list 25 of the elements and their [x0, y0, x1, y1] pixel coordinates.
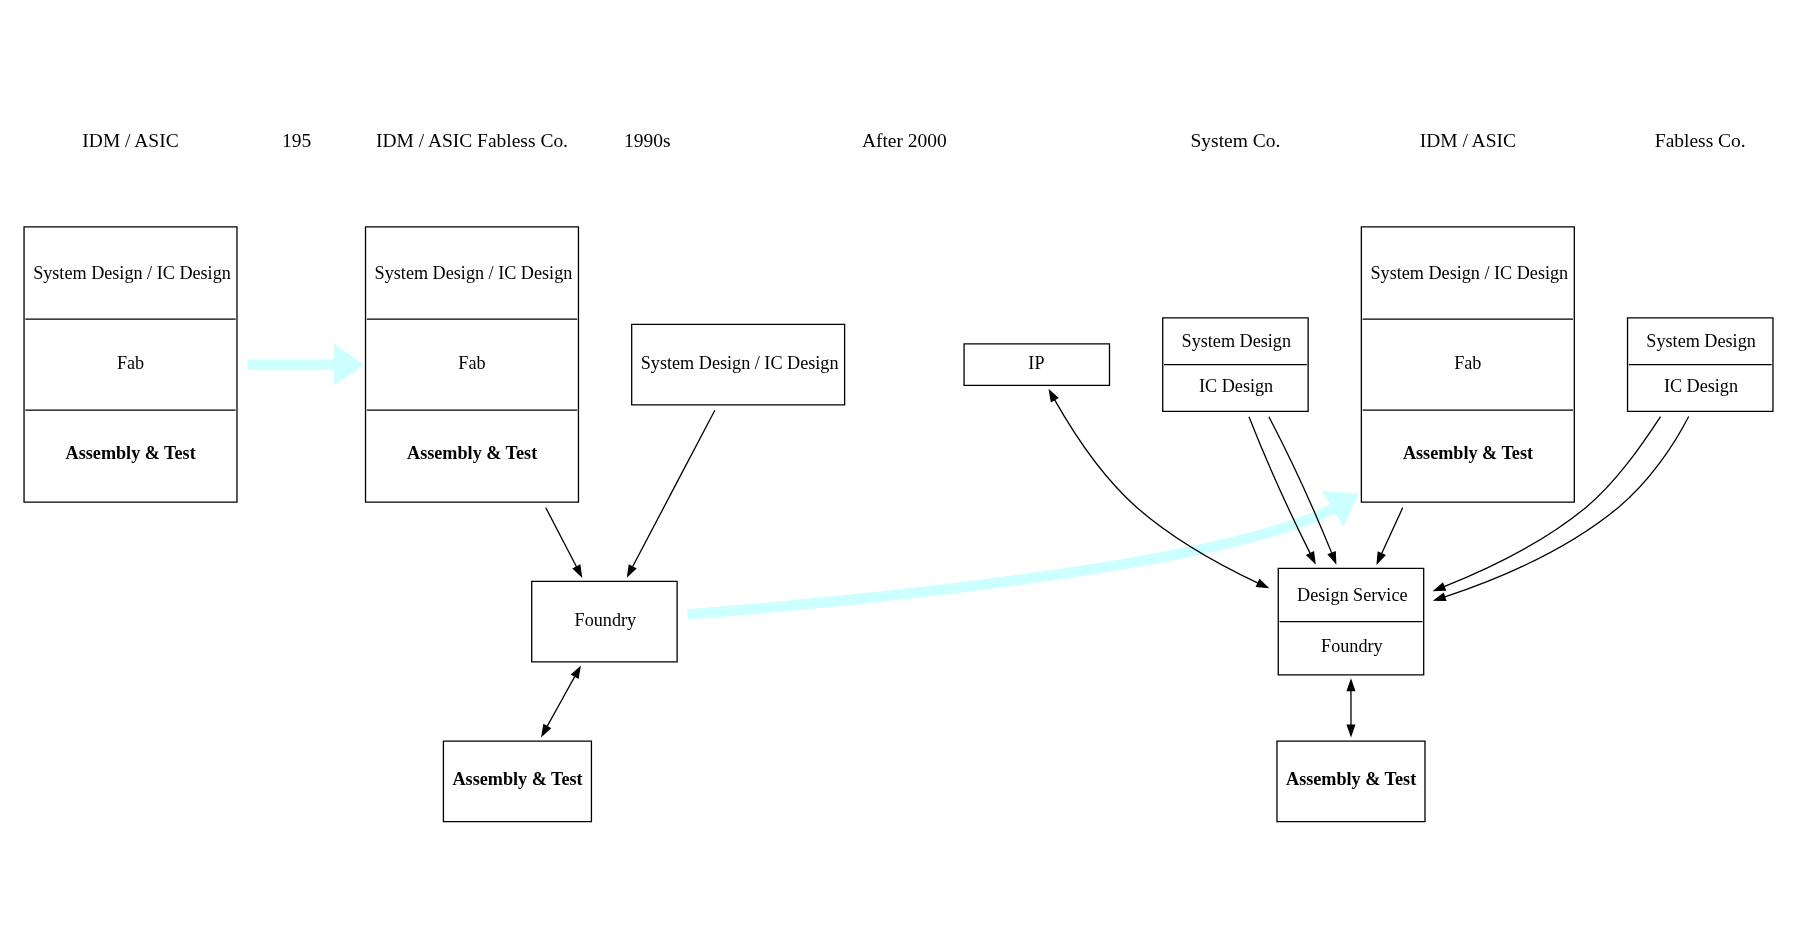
- arrow: [626, 409, 716, 578]
- arrow: [247, 343, 364, 385]
- node-box: Assembly & Test: [442, 739, 593, 822]
- arrow: [687, 490, 1359, 619]
- label: Fabless Co.: [1654, 129, 1746, 151]
- node-box: Foundry: [531, 580, 678, 663]
- node-box: Assembly & Test: [1276, 739, 1426, 822]
- arrow: [1376, 506, 1404, 565]
- node-box: System Design / IC Design: [631, 323, 846, 405]
- arrow: [541, 664, 581, 737]
- label: IDM / ASIC Fabless Co.: [375, 129, 568, 151]
- arrow: [1432, 415, 1662, 591]
- arrow: [1346, 677, 1356, 737]
- arrow: [545, 506, 583, 578]
- label: IDM / ASIC: [82, 129, 179, 151]
- arrow: [1248, 415, 1316, 565]
- label: 1990s: [624, 129, 671, 151]
- arrow: [1268, 415, 1337, 565]
- node-box: IP: [963, 342, 1111, 386]
- label: 195: [282, 129, 312, 151]
- arrow: [1048, 388, 1270, 588]
- label: After 2000: [861, 129, 947, 151]
- arrow: [1432, 415, 1690, 601]
- label: IDM / ASIC: [1419, 129, 1516, 151]
- label: System Co.: [1190, 129, 1281, 151]
